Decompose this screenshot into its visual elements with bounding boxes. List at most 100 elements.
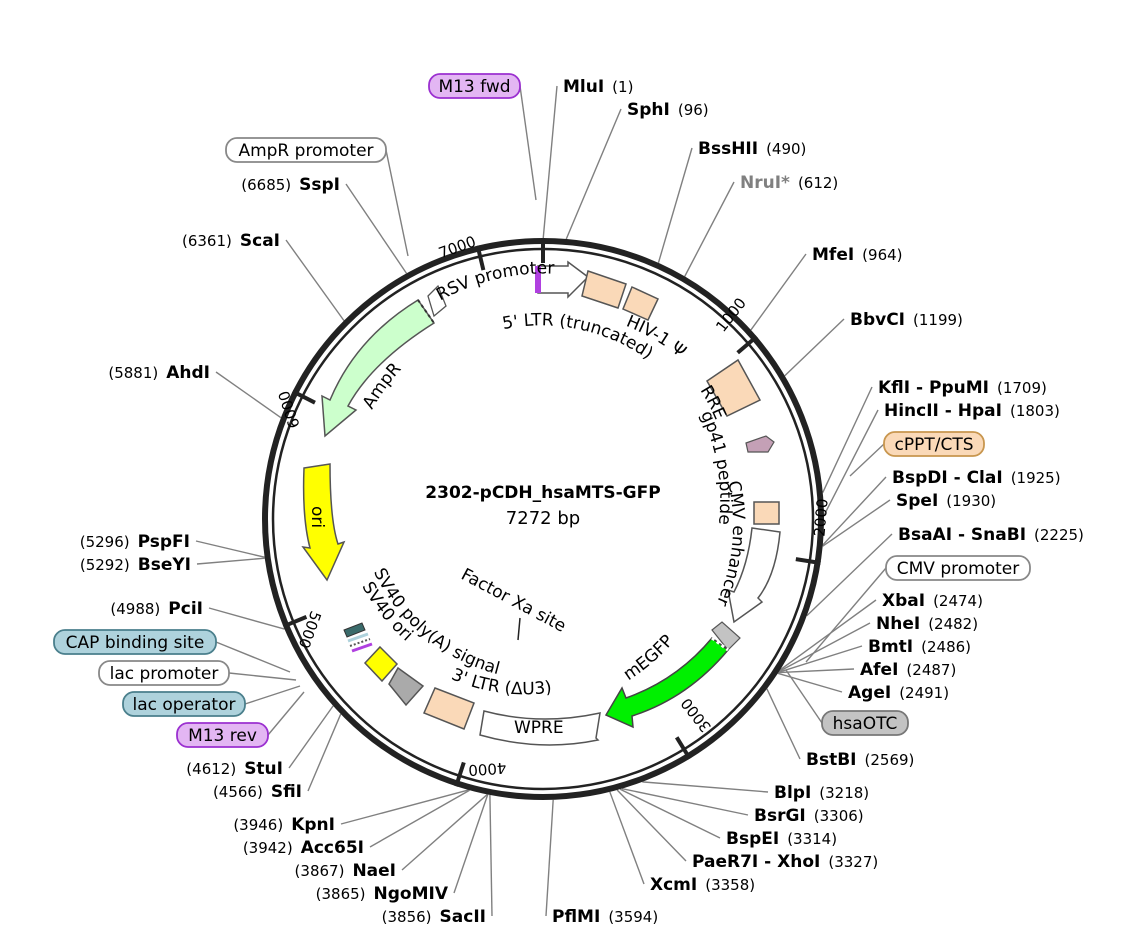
site-kfli-ppumi-name: KflI - PpuMI <box>878 378 989 398</box>
pill-m13-fwd-leader <box>519 85 537 201</box>
site-xcmi-leader <box>609 791 645 885</box>
site-agei-label: AgeI(2491) <box>848 683 949 703</box>
site-xbai-position: (2474) <box>933 592 983 610</box>
site-blpi-position: (3218) <box>819 784 869 802</box>
site-blpi-name: BlpI <box>774 783 811 803</box>
site-paer7i-xhoi-position: (3327) <box>828 853 878 871</box>
site-afei-leader <box>778 668 855 674</box>
hiv-psi-box <box>622 285 660 321</box>
site-sphi-label: SphI(96) <box>627 100 709 120</box>
wpre-arrow <box>479 710 601 746</box>
site-pflmi-name: PflMI <box>552 907 600 927</box>
site-mlui-name: MluI <box>563 77 604 97</box>
pill-cmv-promoter <box>885 555 1031 581</box>
site-bspdi-clai-label: BspDI - ClaI(1925) <box>892 468 1061 488</box>
site-afei-label: AfeI(2487) <box>860 660 956 680</box>
leader-lines <box>195 85 893 917</box>
ltr3-box <box>423 687 475 730</box>
site-sacii-label: (3856)SacII <box>382 907 486 927</box>
site-spei-name: SpeI <box>896 491 938 511</box>
pill-ampr-promoter-leader <box>385 149 409 257</box>
site-mlui-leader <box>542 85 558 239</box>
site-stui-position: (4612) <box>186 760 236 778</box>
site-bmti-name: BmtI <box>868 637 913 657</box>
site-ahdi-leader <box>215 371 282 419</box>
tick-6000 <box>291 389 316 405</box>
site-bspdi-clai-position: (1925) <box>1011 469 1061 487</box>
site-nrui--leader <box>684 181 735 277</box>
site-pcii-label: (4988)PciI <box>110 599 203 619</box>
site-acc65i-label: (3942)Acc65I <box>243 838 364 858</box>
site-afei-name: AfeI <box>860 660 898 680</box>
pill-m13-fwd <box>428 73 521 99</box>
site-bmti-label: BmtI(2486) <box>868 637 971 657</box>
tick-2000 <box>795 557 821 565</box>
pill-ampr-promoter <box>225 137 387 163</box>
site-nhei-position: (2482) <box>928 615 978 633</box>
tick-3000 <box>674 736 692 760</box>
site-bstbi-name: BstBI <box>806 750 857 770</box>
site-naei-label: (3867)NaeI <box>295 861 396 881</box>
site-kpni-leader <box>340 789 469 825</box>
plasmid-size: 7272 bp <box>506 508 580 529</box>
sv40-ori-box <box>388 666 425 707</box>
site-pflmi-position: (3594) <box>608 908 658 926</box>
site-acc65i-name: Acc65I <box>301 838 364 858</box>
cppt-box <box>753 501 780 525</box>
pill-lac-promoter <box>98 660 230 686</box>
site-xbai-name: XbaI <box>882 591 925 611</box>
site-ngomiv-name: NgoMIV <box>374 884 449 904</box>
pill-cppt-cts-text: cPPT/CTS <box>894 435 973 455</box>
site-spei-leader <box>822 499 891 547</box>
site-scai-leader <box>285 239 345 322</box>
site-naei-leader <box>401 793 488 871</box>
tick-label-5000: 5000 <box>295 609 325 651</box>
site-mlui-position: (1) <box>612 78 633 96</box>
site-nhei-name: NheI <box>876 614 920 634</box>
site-sphi-leader <box>565 108 622 240</box>
pill-lac-operator-leader <box>244 685 301 705</box>
m13-fwd-mark <box>535 266 541 293</box>
site-pspfi-name: PspFI <box>138 532 190 552</box>
pill-cppt-cts-leader <box>849 443 885 477</box>
pill-cppt-cts <box>883 431 985 457</box>
site-bseyi-position: (5292) <box>80 556 130 574</box>
pill-cap-binding-site <box>53 629 217 655</box>
pill-hsaotc-text: hsaOTC <box>833 714 898 734</box>
site-ngomiv-position: (3865) <box>316 885 366 903</box>
site-bbvci-name: BbvCI <box>850 310 905 330</box>
pill-lac-operator-text: lac operator <box>132 695 235 715</box>
site-sfii-name: SfiI <box>271 782 302 802</box>
site-hincii-hpai-position: (1803) <box>1010 402 1060 420</box>
site-bspei-label: BspEI(3314) <box>726 829 837 849</box>
site-sfii-position: (4566) <box>213 783 263 801</box>
site-ngomiv-leader <box>453 794 489 894</box>
plasmid-name: 2302-pCDH_hsaMTS-GFP <box>425 483 660 503</box>
site-nrui--position: (612) <box>798 174 838 192</box>
site-bseyi-leader <box>196 557 265 565</box>
site-bsaai-snabi-label: BsaAI - SnaBI(2225) <box>898 525 1084 545</box>
site-sfii-label: (4566) SfiI <box>213 782 302 802</box>
pill-m13-fwd-text: M13 fwd <box>438 77 510 97</box>
restriction-site-labels: MluI(1)SphI(96)BssHII(490)NruI*(612)MfeI… <box>80 77 1084 927</box>
site-hincii-hpai-label: HincII - HpaI(1803) <box>884 401 1060 421</box>
site-naei-name: NaeI <box>352 861 396 881</box>
site-bbvci-leader <box>784 318 845 377</box>
feature-label-factor-xa: Factor Xa site <box>458 565 569 637</box>
site-xbai-leader <box>779 599 877 671</box>
site-bsrgi-position: (3306) <box>814 807 864 825</box>
site-agei-name: AgeI <box>848 683 891 703</box>
site-pcii-leader <box>208 607 285 630</box>
site-bspei-position: (3314) <box>787 830 837 848</box>
site-paer7i-xhoi-name: PaeR7I - XhoI <box>692 852 820 872</box>
pill-cap-binding-site-text: CAP binding site <box>66 633 205 653</box>
site-bspdi-clai-leader <box>822 476 887 546</box>
site-bseyi-label: (5292)BseYI <box>80 555 191 575</box>
site-pcii-name: PciI <box>168 599 203 619</box>
site-spei-position: (1930) <box>946 492 996 510</box>
site-sacii-name: SacII <box>440 907 486 927</box>
pill-cmv-promoter-text: CMV promoter <box>897 559 1019 579</box>
site-sphi-position: (96) <box>678 101 709 119</box>
rre-box <box>706 358 762 417</box>
